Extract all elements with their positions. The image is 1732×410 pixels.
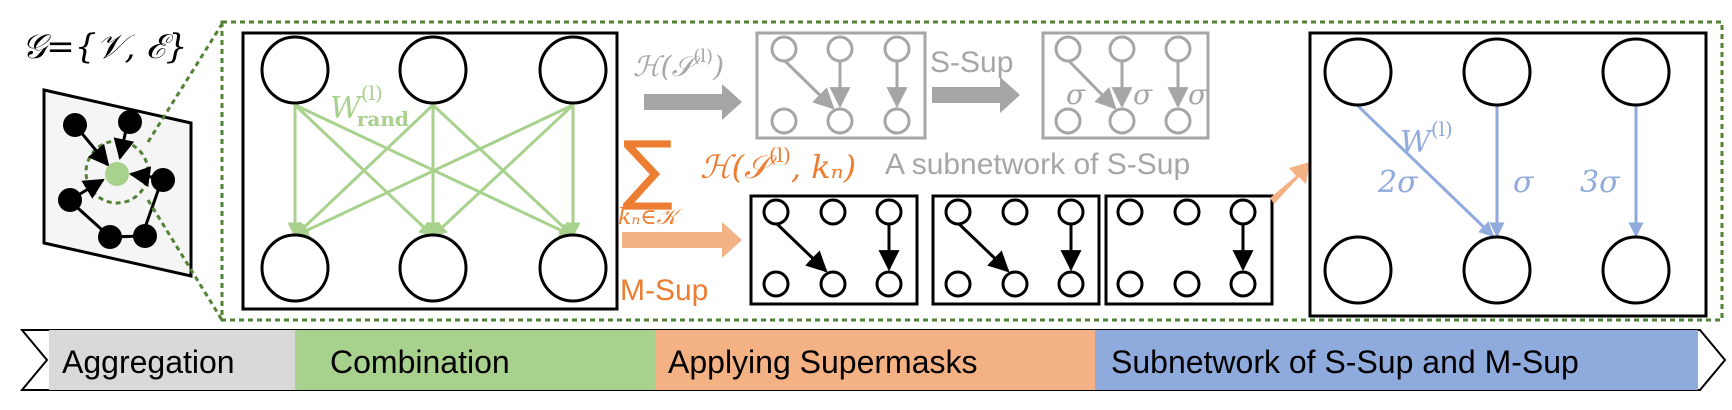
ssup-path: ℋ(𝒮(l)) S-Sup σ σ σ A subnetwork of S-Su… bbox=[633, 31, 1210, 181]
ssup-tag: S-Sup bbox=[930, 46, 1013, 79]
msup-sum-symbol: ∑ bbox=[622, 124, 673, 213]
ssup-subnetwork-caption: A subnetwork of S-Sup bbox=[885, 148, 1190, 181]
ssup-sigma-1: σ bbox=[1066, 78, 1086, 111]
input-graph bbox=[42, 88, 193, 278]
timeline-combination-label: Combination bbox=[330, 344, 510, 380]
ssup-subnetwork-box bbox=[1041, 31, 1210, 140]
target-node bbox=[105, 162, 129, 186]
msup-h-label: ℋ(𝒮(l), kₙ) bbox=[700, 143, 856, 186]
ssup-sigma-2: σ bbox=[1133, 78, 1153, 111]
timeline-aggregation bbox=[49, 330, 295, 390]
graph-label: 𝒢={𝒱, ℰ} bbox=[22, 27, 187, 67]
msup-tag: M-Sup bbox=[620, 274, 708, 307]
final-subnetwork: W(l) 2σ σ 3σ bbox=[1308, 31, 1708, 318]
msup-arrow bbox=[622, 222, 742, 258]
ssup-arrow-2 bbox=[932, 77, 1020, 113]
final-weight-3: 3σ bbox=[1580, 165, 1621, 200]
ssup-sigma-3: σ bbox=[1188, 78, 1208, 111]
final-weight-label: W(l) bbox=[1400, 117, 1453, 160]
final-weight-2: σ bbox=[1513, 165, 1535, 200]
combination-layer: W(l)rand bbox=[241, 31, 619, 311]
final-arrow bbox=[1270, 162, 1310, 204]
final-weight-1: 2σ bbox=[1377, 165, 1419, 200]
timeline-subnetwork-label: Subnetwork of S-Sup and M-Sup bbox=[1111, 344, 1579, 380]
weight-rand-label: W(l)rand bbox=[330, 81, 409, 131]
layer-frame bbox=[220, 20, 1724, 322]
msup-sum-index: kₙ∈𝒦 bbox=[618, 205, 684, 230]
msup-path: ∑ kₙ∈𝒦 ℋ(𝒮(l), kₙ) M-Sup bbox=[618, 124, 1274, 307]
timeline: Aggregation Combination Applying Superma… bbox=[19, 329, 1727, 391]
timeline-supermasks bbox=[655, 330, 1095, 390]
timeline-combination bbox=[295, 330, 655, 390]
ssup-arrow-1 bbox=[644, 84, 742, 120]
timeline-supermasks-label: Applying Supermasks bbox=[668, 344, 977, 380]
ssup-mask-box bbox=[755, 31, 927, 140]
ssup-h-label: ℋ(𝒮(l)) bbox=[633, 46, 724, 83]
zoom-line-bottom bbox=[146, 199, 224, 321]
timeline-aggregation-label: Aggregation bbox=[62, 344, 235, 380]
timeline-subnetwork bbox=[1095, 330, 1698, 390]
